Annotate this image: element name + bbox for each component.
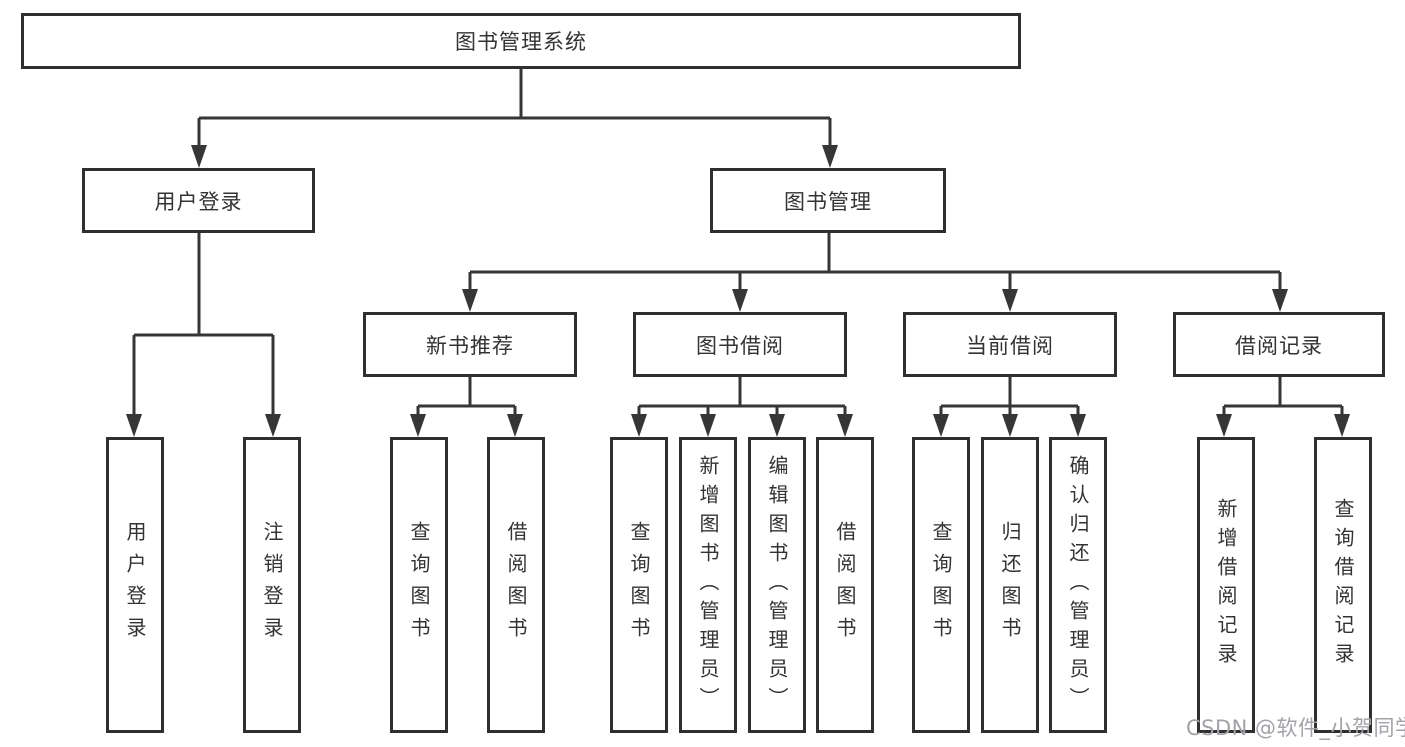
connector-root-split xyxy=(197,69,832,146)
leaf-logout-label: 注销登录 xyxy=(260,521,284,649)
leaf-logout: 注销登录 xyxy=(243,437,301,733)
node-root-label: 图书管理系统 xyxy=(455,30,587,54)
leaf-return-books: 归还图书 xyxy=(981,437,1039,733)
node-book-management: 图书管理 xyxy=(710,168,946,233)
arrowhead-icons xyxy=(126,145,1350,437)
leaf-query-books-current: 查询图书 xyxy=(912,437,970,733)
leaf-add-book-admin: 新增图书（管理员） xyxy=(679,437,737,733)
leaf-query-books-current-label: 查询图书 xyxy=(929,521,953,649)
csdn-watermark: CSDN @软件_小贺同学 xyxy=(1186,716,1405,740)
node-book-management-label: 图书管理 xyxy=(784,189,872,214)
leaf-return-books-label: 归还图书 xyxy=(998,521,1022,649)
leaf-edit-book-admin-label: 编辑图书（管理员） xyxy=(765,454,789,716)
leaf-add-book-admin-label: 新增图书（管理员） xyxy=(696,454,720,716)
node-book-borrowing-label: 图书借阅 xyxy=(696,333,784,358)
leaf-add-borrow-record-label: 新增借阅记录 xyxy=(1214,498,1238,672)
node-new-book-recommendation: 新书推荐 xyxy=(363,312,577,377)
leaf-borrow-books-borrowing-label: 借阅图书 xyxy=(833,521,857,649)
connector-group-current xyxy=(939,377,1080,416)
node-borrowing-records-label: 借阅记录 xyxy=(1235,333,1323,358)
leaf-query-borrow-record-label: 查询借阅记录 xyxy=(1331,498,1355,672)
leaf-borrow-books-recommend: 借阅图书 xyxy=(487,437,545,733)
node-borrowing-records: 借阅记录 xyxy=(1173,312,1385,377)
leaf-borrow-books-recommend-label: 借阅图书 xyxy=(504,521,528,649)
leaf-query-borrow-record: 查询借阅记录 xyxy=(1314,437,1372,733)
leaf-confirm-return-admin-label: 确认归还（管理员） xyxy=(1066,454,1090,716)
leaf-user-login-label: 用户登录 xyxy=(123,521,147,649)
leaf-query-books-recommend-label: 查询图书 xyxy=(407,521,431,649)
node-user-login-label: 用户登录 xyxy=(154,189,243,214)
node-new-book-recommendation-label: 新书推荐 xyxy=(426,333,514,358)
leaf-query-books-borrowing: 查询图书 xyxy=(610,437,668,733)
leaf-query-books-borrowing-label: 查询图书 xyxy=(627,521,651,649)
leaf-edit-book-admin: 编辑图书（管理员） xyxy=(748,437,806,733)
connector-group-recommend xyxy=(416,377,517,416)
connector-group-records xyxy=(1222,377,1344,416)
leaf-confirm-return-admin: 确认归还（管理员） xyxy=(1049,437,1107,733)
leaf-query-books-recommend: 查询图书 xyxy=(390,437,448,733)
node-current-borrowing: 当前借阅 xyxy=(903,312,1117,377)
leaf-user-login: 用户登录 xyxy=(106,437,164,733)
node-book-borrowing: 图书借阅 xyxy=(633,312,847,377)
node-user-login: 用户登录 xyxy=(82,168,315,233)
node-root: 图书管理系统 xyxy=(21,13,1021,69)
node-current-borrowing-label: 当前借阅 xyxy=(966,333,1054,358)
connector-group-borrowing xyxy=(637,377,847,416)
connector-book-management xyxy=(468,233,1282,290)
connector-user-login xyxy=(132,233,275,416)
leaf-add-borrow-record: 新增借阅记录 xyxy=(1197,437,1255,733)
leaf-borrow-books-borrowing: 借阅图书 xyxy=(816,437,874,733)
